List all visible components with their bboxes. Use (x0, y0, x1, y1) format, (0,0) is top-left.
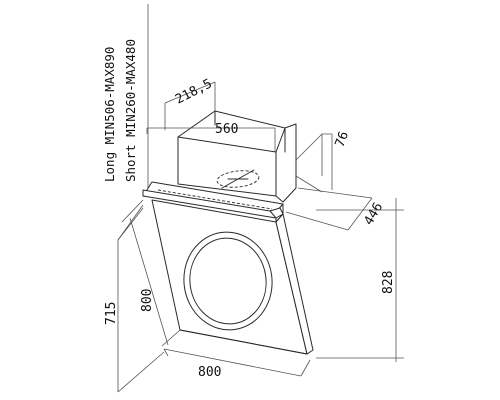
dim-overall-height: 715 (104, 204, 165, 393)
top-plate (142, 181, 284, 223)
chimney (147, 4, 297, 203)
label-wall-offset: 76 (333, 130, 352, 150)
label-base-width: 800 (198, 365, 221, 380)
label-chimney-width: 560 (215, 122, 238, 137)
label-hood-depth: 446 (361, 200, 386, 228)
dim-glass-side: 800 (121, 199, 181, 347)
label-overall-height: 715 (104, 302, 119, 325)
hood-glass (151, 199, 314, 355)
label-glass-side: 800 (140, 289, 155, 312)
label-hood-height: 828 (381, 271, 396, 294)
filter-circle (183, 231, 273, 331)
note-long: Long MIN506-MAX890 (102, 47, 117, 182)
dim-hood-height: 828 (316, 198, 404, 362)
dim-base-width: 800 (163, 348, 311, 380)
dim-chimney-width: 560 (146, 122, 276, 152)
duct-opening (216, 169, 260, 189)
label-chimney-depth: 218,5 (173, 76, 215, 107)
dim-hood-depth: 446 (285, 187, 386, 231)
note-short: Short MIN260-MAX480 (123, 39, 138, 182)
dim-chimney-depth: 218,5 (164, 76, 216, 130)
dim-wall-offset: 76 (295, 130, 352, 193)
